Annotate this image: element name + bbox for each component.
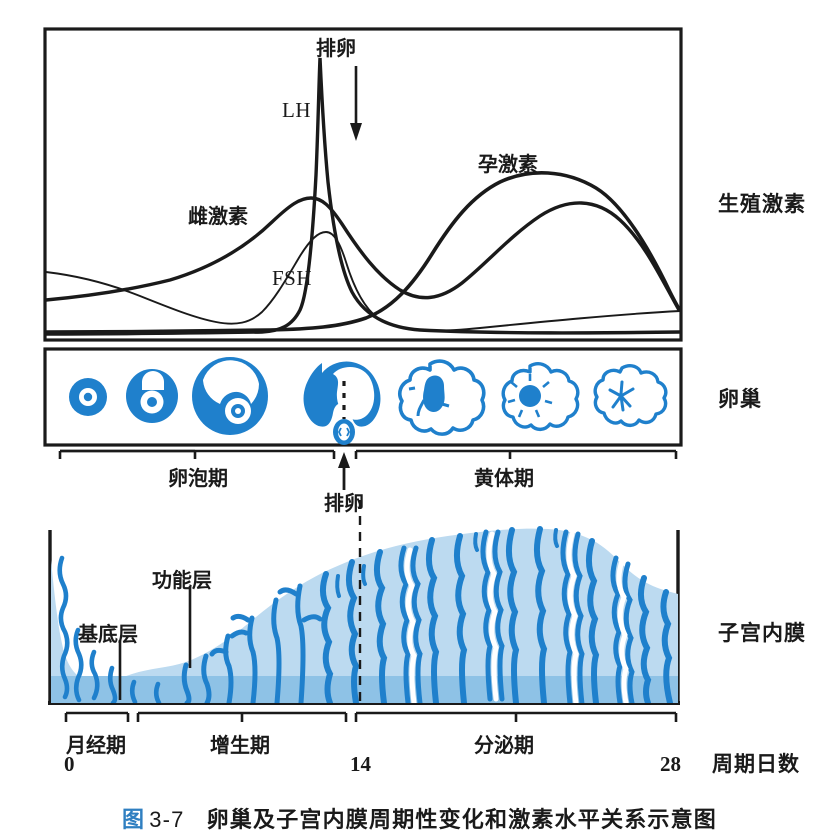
ovary-phase-luteal-label: 黄体期 <box>474 466 534 490</box>
endometrium-basal-layer-label: 基底层 <box>78 622 138 646</box>
lh-curve-label: LH <box>282 98 311 122</box>
caption-number: 3-7 <box>149 807 185 832</box>
endometrium-functional-layer-label: 功能层 <box>152 568 212 592</box>
ovulation-label-hormone: 排卵 <box>316 36 356 60</box>
endometrium-phase-menstrual-label: 月经期 <box>66 733 126 757</box>
gland-lumen-outline <box>398 529 635 703</box>
ovary-stage-ruptured-follicle <box>303 361 381 445</box>
ovulation-arrow-hormone <box>350 66 362 141</box>
ovary-stage-mature-graafian-follicle <box>192 357 268 435</box>
caption-text: 卵巢及子宫内膜周期性变化和激素水平关系示意图 <box>206 808 718 833</box>
curve-progesterone <box>45 171 682 334</box>
endometrium-phase-brackets <box>64 711 678 722</box>
progesterone-curve-label: 孕激素 <box>478 152 538 176</box>
endometrium-glands-secretory <box>320 526 673 703</box>
day-tick-0: 0 <box>64 752 75 776</box>
ovary-stage-primary-follicle <box>126 369 178 423</box>
ovary-stage-early-corpus-luteum <box>398 359 486 436</box>
ovary-stage-corpus-albicans <box>593 364 668 428</box>
ovary-stage-primordial-follicle <box>69 378 107 416</box>
caption-prefix: 图 <box>122 808 146 833</box>
row-label-cycle-days: 周期日数 <box>712 752 800 776</box>
endometrium-phase-proliferative-label: 增生期 <box>210 733 270 757</box>
endometrium-glands-proliferative <box>181 583 323 703</box>
endometrium-tissue <box>51 526 678 703</box>
row-label-ovary: 卵巢 <box>718 387 762 411</box>
endometrium-surface-drips <box>335 528 559 598</box>
row-label-endometrium: 子宫内膜 <box>718 621 806 645</box>
layer-leader-lines <box>118 586 192 700</box>
curve-lh <box>45 57 681 336</box>
endometrium-phase-secretory-label: 分泌期 <box>474 733 534 757</box>
ovary-stage-mature-corpus-luteum <box>501 362 580 432</box>
ovary-phase-ovulation-label: 排卵 <box>324 491 364 515</box>
hormone-curves-group <box>45 57 682 336</box>
fsh-curve-label: FSH <box>272 266 313 290</box>
curve-estrogen <box>45 196 681 311</box>
ovary-phase-brackets <box>58 449 678 459</box>
day-tick-28: 28 <box>660 752 681 776</box>
endometrium-thickness-fill <box>51 528 678 703</box>
ovary-phase-follicular-label: 卵泡期 <box>168 466 228 490</box>
row-label-hormones: 生殖激素 <box>718 192 806 216</box>
ovulation-arrow-ovary <box>338 452 350 490</box>
hormone-panel-frame <box>43 27 683 342</box>
endometrium-glands-menstrual <box>57 555 162 703</box>
gland-lumen-white <box>404 531 629 703</box>
estrogen-curve-label: 雌激素 <box>188 204 248 228</box>
day-tick-14: 14 <box>350 752 371 776</box>
curve-fsh <box>45 231 681 332</box>
